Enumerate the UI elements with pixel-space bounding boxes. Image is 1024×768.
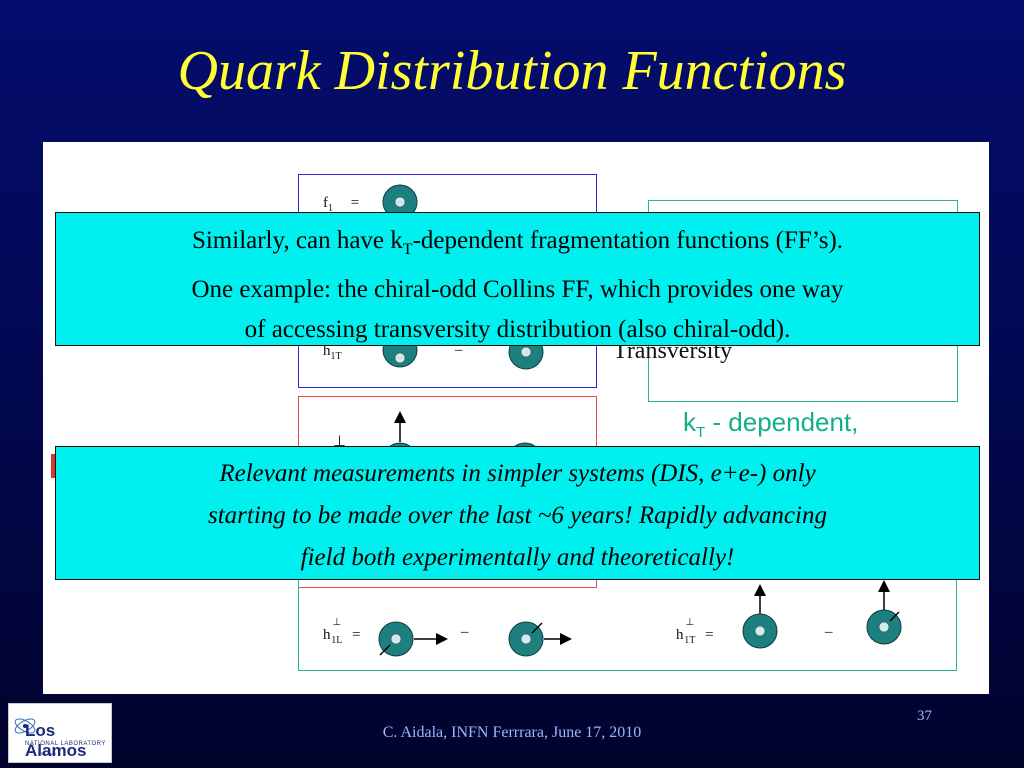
callout-2-line-3: field both experimentally and theoretica… xyxy=(56,537,979,579)
nucleon-ball-h1t-perp-right xyxy=(867,610,901,644)
callout-2-line-2: starting to be made over the last ~6 yea… xyxy=(56,495,979,537)
slide-title: Quark Distribution Functions xyxy=(0,36,1024,106)
nucleon-ball-h1t-perp-left xyxy=(743,614,777,648)
page-number: 37 xyxy=(917,708,932,725)
callout-1-line-2: One example: the chiral-odd Collins FF, … xyxy=(56,270,979,310)
callout-fragmentation: Similarly, can have kT-dependent fragmen… xyxy=(55,212,980,346)
nucleon-ball-h1l-right xyxy=(509,622,543,656)
slide-footer: C. Aidala, INFN Ferrrara, June 17, 2010 xyxy=(0,724,1024,742)
callout-measurements: Relevant measurements in simpler systems… xyxy=(55,446,980,580)
callout-1-line-1: Similarly, can have kT-dependent fragmen… xyxy=(56,221,979,270)
nucleon-ball-h1l-left xyxy=(379,622,413,656)
callout-2-line-1: Relevant measurements in simpler systems… xyxy=(56,453,979,495)
logo-est-text: EST 1943 xyxy=(38,751,56,756)
callout-1-line-3: of accessing transversity distribution (… xyxy=(56,310,979,350)
